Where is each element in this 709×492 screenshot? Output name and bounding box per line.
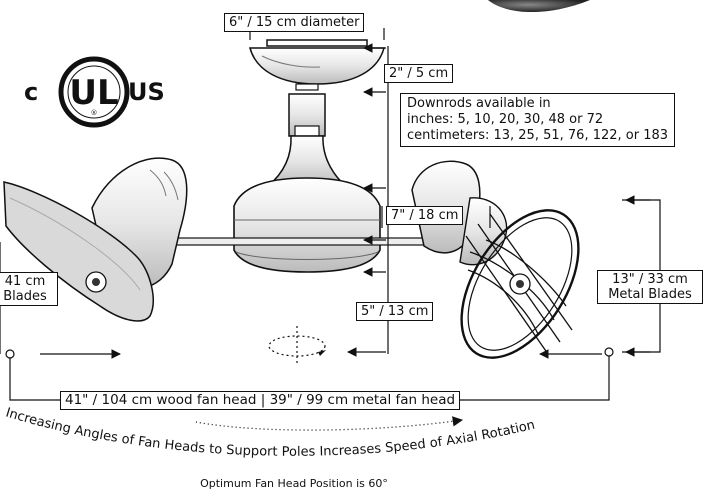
downrod [265,93,349,187]
wood-blade-label: 41 cm Blades [0,272,58,306]
wood-blade-line-1: 41 cm [4,274,46,289]
decorative-top-right-object [488,0,590,13]
right-fan-head-metal [411,160,580,359]
rotation-indicator [268,326,326,364]
canopy-height-label: 2" / 5 cm [384,64,454,83]
metal-blade-line-2: Metal Blades [608,287,692,302]
metal-blade-label: 13" / 33 cm Metal Blades [597,270,703,304]
span-label: 41" / 104 cm wood fan head | 39" / 99 cm… [60,391,461,410]
canopy-diameter-label: 6" / 15 cm diameter [224,13,365,32]
optimum-caption: Optimum Fan Head Position is 60° [200,477,388,490]
rotation-arc-arrow [195,416,464,431]
bottom-height-label: 5" / 13 cm [356,302,434,321]
canopy [249,39,385,91]
ul-us-letters: US [128,78,165,106]
ul-certification-mark: UL ® c US [22,52,165,132]
svg-text:®: ® [91,109,98,117]
downrods-line-3: centimeters: 13, 25, 51, 76, 122, or 183 [407,128,669,143]
downrods-note: Downrods available in inches: 5, 10, 20,… [400,93,676,147]
svg-text:UL: UL [69,73,118,113]
downrods-line-1: Downrods available in [407,96,551,111]
left-fan-head-wood [3,157,188,322]
motor-housing [233,177,381,273]
ul-c-letter: c [24,78,39,106]
arc-caption: Increasing Angles of Fan Heads to Suppor… [4,405,537,459]
downrods-line-2: inches: 5, 10, 20, 30, 48 or 72 [407,112,604,127]
head-width-label: 7" / 18 cm [386,206,464,225]
wood-blade-line-2: Blades [3,289,47,304]
metal-blade-line-1: 13" / 33 cm [612,272,688,287]
